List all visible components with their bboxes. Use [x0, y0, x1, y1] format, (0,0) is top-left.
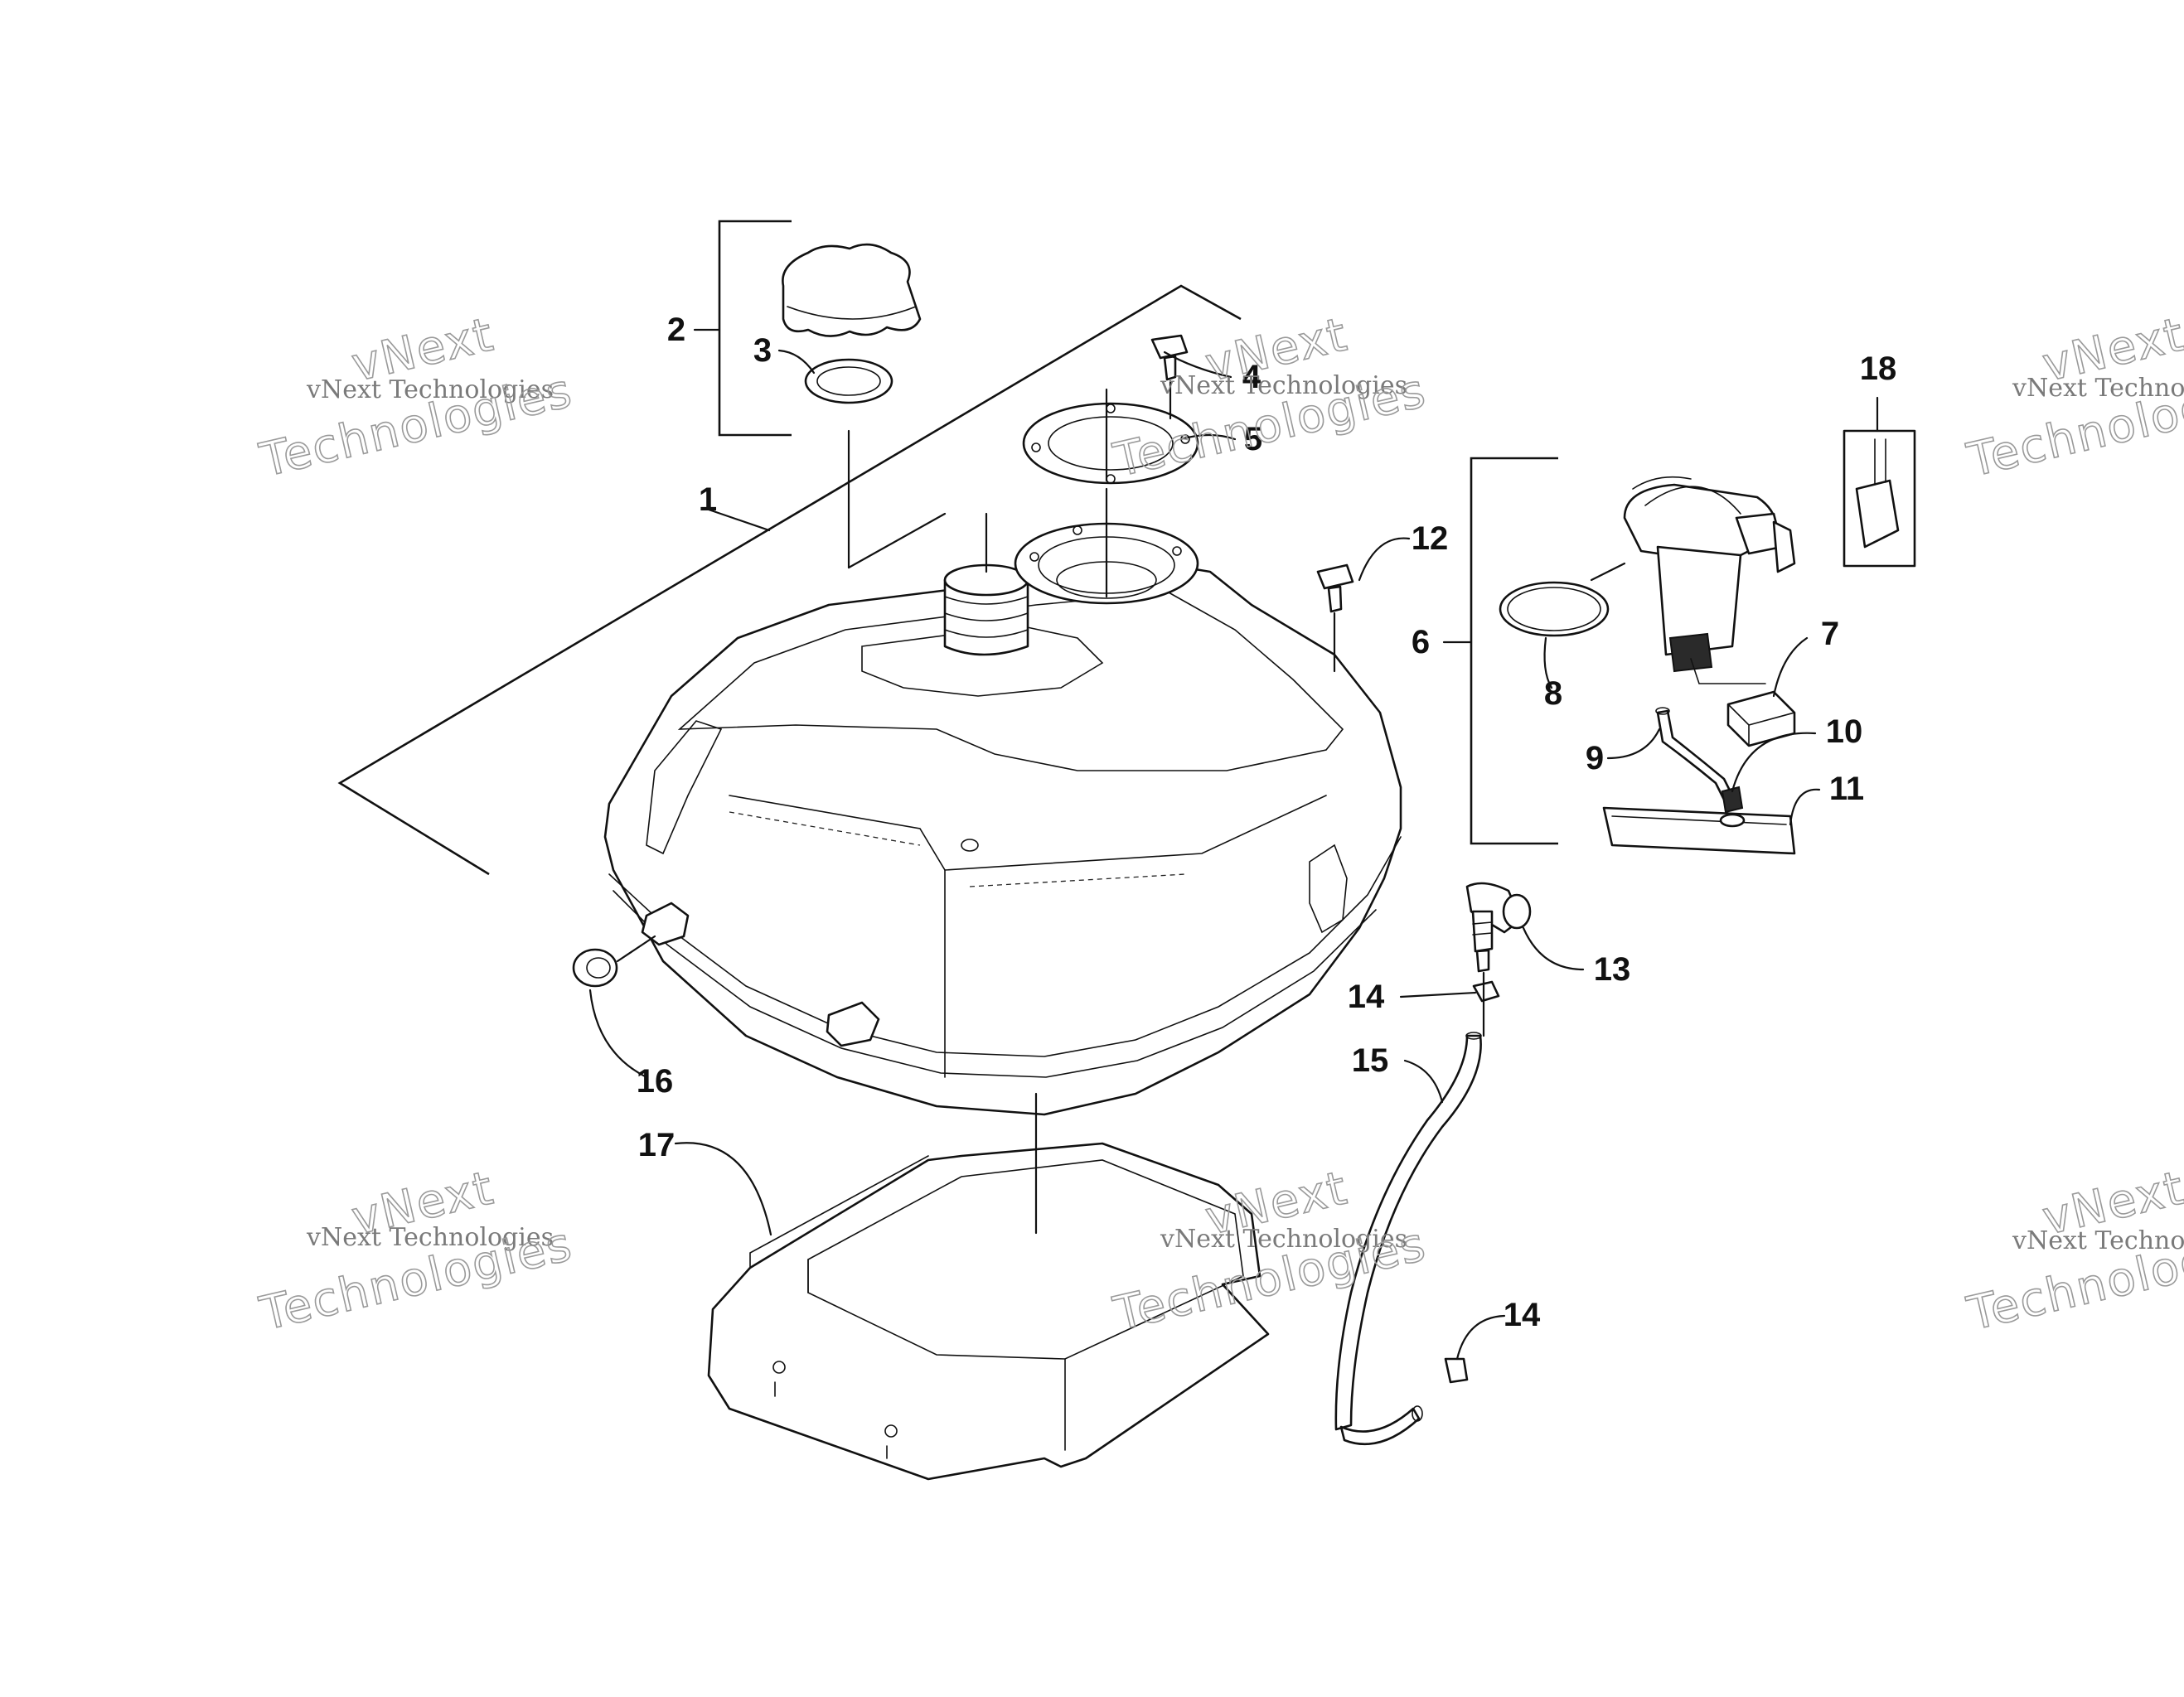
callout-1: 1 — [699, 481, 717, 518]
fuel-tank — [603, 522, 1402, 1116]
bracket-2 — [718, 220, 792, 437]
watermark-top-left: vNext Technologies vNext Technologies — [254, 307, 579, 488]
callout-15: 15 — [1352, 1042, 1389, 1079]
svg-text:vNext Technologies: vNext Technologies — [1160, 1225, 1407, 1254]
callout-17: 17 — [638, 1127, 676, 1163]
screw-4 — [1150, 334, 1189, 381]
callout-2: 2 — [667, 312, 685, 348]
watermark-bottom-left: vNext Technologies vNext Technologies — [254, 1160, 579, 1342]
callout-3: 3 — [753, 332, 772, 369]
filter-11 — [1602, 806, 1796, 855]
callout-13: 13 — [1594, 951, 1631, 988]
callouts: 1 2 3 4 5 6 7 8 9 10 11 12 13 14 14 15 1… — [637, 312, 1897, 1333]
callout-16: 16 — [637, 1063, 674, 1100]
hose-15 — [1334, 1032, 1482, 1446]
fuel-cap — [782, 243, 922, 337]
pump-gasket — [1499, 581, 1610, 637]
fuel-pump-assembly — [1623, 476, 1796, 684]
clamp-14-lower — [1444, 1357, 1469, 1384]
callout-10: 10 — [1826, 713, 1863, 750]
callout-9: 9 — [1586, 740, 1604, 776]
assembly-lines — [616, 380, 1626, 1235]
svg-text:vNext Technologies: vNext Technologies — [1160, 371, 1407, 400]
callout-6: 6 — [1412, 624, 1430, 660]
callout-12: 12 — [1412, 520, 1449, 557]
callout-7: 7 — [1821, 616, 1839, 652]
svg-text:vNext Technologies: vNext Technologies — [2012, 1226, 2184, 1255]
cap-gasket — [804, 358, 893, 404]
callout-14-upper: 14 — [1348, 979, 1385, 1015]
callout-5: 5 — [1244, 421, 1262, 457]
callout-11: 11 — [1829, 771, 1864, 807]
connector-18 — [1843, 429, 1916, 568]
watermark-top-center: vNext Technologies vNext Technologies — [1108, 307, 1432, 488]
callout-4: 4 — [1242, 359, 1261, 395]
bracket-1 — [337, 284, 1242, 876]
screw-12 — [1316, 563, 1354, 613]
callout-18: 18 — [1860, 351, 1897, 387]
watermark-bottom-right: vNext Technologies vNext Technologies — [1962, 1160, 2184, 1342]
watermark-top-right: vNext Technologies vNext Technologies — [1962, 307, 2184, 488]
svg-text:vNext Technologies: vNext Technologies — [306, 1223, 554, 1252]
bracket-6 — [1470, 457, 1558, 845]
tank-pan — [707, 1142, 1270, 1481]
retainer-ring — [1022, 402, 1199, 485]
sensor-7 — [1726, 690, 1796, 747]
callout-8: 8 — [1544, 675, 1562, 712]
callout-14-lower: 14 — [1504, 1297, 1541, 1333]
svg-text:vNext Technologies: vNext Technologies — [2012, 374, 2184, 403]
hose-9 — [1655, 707, 1734, 801]
clamp-14-upper — [1472, 980, 1500, 1003]
grommet — [572, 948, 618, 988]
svg-text:vNext Technologies: vNext Technologies — [306, 375, 554, 404]
leader-lines — [588, 328, 1879, 1361]
elbow-fitting — [1465, 882, 1532, 973]
